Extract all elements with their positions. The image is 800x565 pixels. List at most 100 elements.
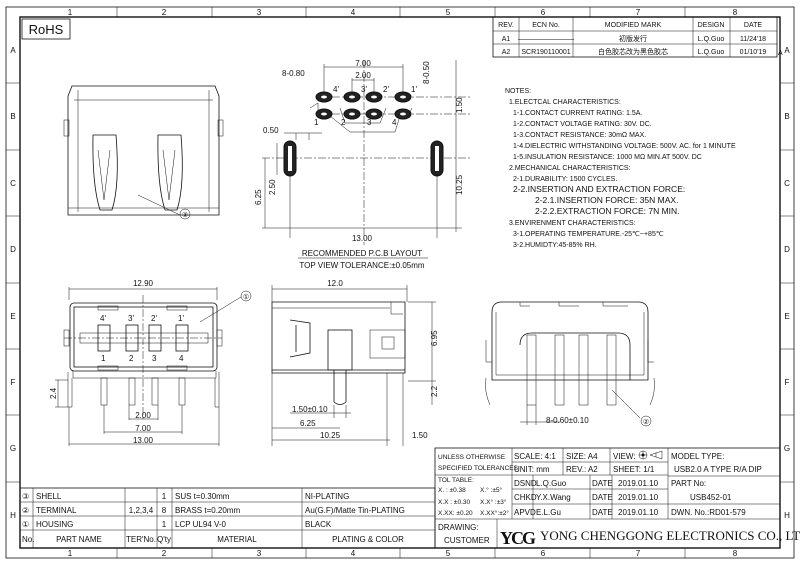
pin-label: 4 (392, 118, 397, 127)
unit: UNIT: mm (514, 465, 550, 474)
dim-label: 2.4 (49, 387, 58, 399)
model-label: MODEL TYPE: (671, 452, 724, 461)
dim-label: 8-0.50 (422, 61, 431, 84)
col-label: 2 (162, 8, 167, 17)
col-label: 6 (541, 549, 546, 558)
rohs-label: RoHS (29, 22, 64, 37)
note-line: 1-4.DIELECTRIC WITHSTANDING VOLTAGE: 500… (513, 143, 736, 150)
date-label: DATE (592, 493, 613, 502)
pcb-layout-title: RECOMMENDED P.C.B LAYOUT (302, 249, 422, 258)
part-material: BRASS t=0.20mm (175, 506, 240, 515)
rev-cell: L.Q.Guo (698, 49, 725, 56)
balloon-housing: ① (243, 293, 249, 301)
row-label: G (10, 444, 16, 453)
revision-table: REV. ECN No. MODIFIED MARK DESIGN DATE A… (492, 16, 783, 58)
signoff-name: L.Q.Guo (536, 479, 567, 488)
tol-item: X.° :±5° (480, 486, 503, 494)
rohs-box (21, 18, 71, 40)
col-label: 4 (351, 8, 356, 17)
rev-cell: 11/24'18 (740, 36, 766, 43)
col-label: 8 (733, 8, 738, 17)
note-line: 1-1.CONTACT CURRENT RATING: 1.5A. (513, 110, 642, 117)
balloon-terminal: ② (643, 418, 649, 426)
dim-label: 13.00 (352, 234, 373, 243)
tol-item: X. : ±0.38 (438, 487, 466, 494)
parts-header: MATERIAL (217, 535, 257, 544)
pin-label: 2 (341, 118, 346, 127)
pin-label: 1 (101, 354, 106, 363)
dim-label: 2.00 (355, 71, 371, 80)
part-plating: NI-PLATING (305, 492, 349, 501)
parts-table: ③ SHELL 1 SUS t=0.30mm NI-PLATING ② TERM… (19, 487, 436, 549)
part-name: HOUSING (36, 520, 73, 529)
model-type: USB2.0 A TYPE R/A DIP (674, 465, 762, 474)
col-label: 8 (733, 549, 738, 558)
part-no: ② (22, 506, 29, 515)
col-label: 3 (257, 549, 262, 558)
back-view: ② 8-0.60±0.10 (485, 301, 655, 427)
rev-cell: 白色胶芯改为黑色胶芯 (598, 47, 668, 56)
balloon-shell: ③ (182, 211, 188, 219)
column-labels-top: 1 2 3 4 5 6 7 8 (68, 8, 738, 17)
col-label: 5 (446, 549, 451, 558)
rev-header: ECN No. (532, 22, 560, 29)
rev-cell: 初版发行 (619, 34, 647, 43)
column-labels-bottom: 1 2 3 4 5 6 7 8 (68, 549, 738, 558)
row-label: C (10, 179, 16, 188)
pin-label: 3' (361, 85, 367, 94)
row-label: H (10, 511, 16, 520)
part-no-label: PART No: (671, 479, 706, 488)
pin-label: 1' (178, 314, 184, 323)
row-label: E (784, 312, 789, 321)
title-block: UNLESS OTHERWISE SPECIFIED TOLERANCES TO… (434, 447, 800, 549)
signoff-name: Y.X.Wang (536, 493, 571, 502)
dim-label: 6.25 (300, 419, 316, 428)
pin-label: 4' (100, 314, 106, 323)
row-label: B (784, 112, 789, 121)
rev-cell: 01/10'19 (740, 49, 767, 56)
row-label: E (10, 312, 15, 321)
parts-header: PART NAME (56, 535, 102, 544)
pin-label: 4 (179, 354, 184, 363)
pin-label: 1' (411, 85, 417, 94)
row-label: H (784, 511, 790, 520)
col-label: 2 (162, 549, 167, 558)
dim-label: 10.25 (455, 174, 464, 195)
col-label: 3 (257, 8, 262, 17)
outer-frame (5, 6, 795, 559)
drawing-number: DWN. No.:RD01-579 (671, 508, 746, 517)
signoff-role: CHKD (514, 493, 537, 502)
part-name: SHELL (36, 492, 62, 501)
part-ter: 1,2,3,4 (129, 506, 154, 515)
row-labels-left: A B C D E F G H (10, 46, 16, 520)
parts-header: Q'ty (157, 535, 171, 544)
note-line: 1-3.CONTACT RESISTANCE: 30mΩ MAX. (513, 132, 646, 139)
rev-cell: ———————— (518, 36, 574, 43)
dim-label: 1.50±0.10 (292, 405, 328, 414)
pin-label: 4' (333, 85, 339, 94)
row-label: A (10, 46, 16, 55)
row-label: C (784, 179, 790, 188)
note-line: 1.ELECTCAL CHARACTERISTICS: (509, 99, 621, 106)
frame-ticks (6, 7, 794, 558)
col-label: 1 (68, 549, 73, 558)
pin-label: 3' (128, 314, 134, 323)
signoff-date: 2019.01.10 (618, 493, 659, 502)
notes-title: NOTES: (505, 88, 531, 95)
dim-label: 10.25 (320, 431, 341, 440)
row-label: A (784, 46, 790, 55)
rev-cell: A1 (502, 36, 511, 43)
revision: REV.: A2 (566, 465, 598, 474)
col-label: 4 (351, 549, 356, 558)
part-no: ③ (22, 492, 29, 501)
rev-header: MODIFIED MARK (605, 22, 662, 29)
dim-label: 12.0 (327, 279, 343, 288)
date-label: DATE (592, 508, 613, 517)
date-label: DATE (592, 479, 613, 488)
parts-header: PLATING & COLOR (332, 535, 404, 544)
part-no-value: USB452-01 (690, 493, 732, 502)
note-line: 3-1.OPERATING TEMPERATURE.-25℃~+85℃ (513, 231, 664, 238)
company-logo: YCG (500, 528, 538, 548)
tol-item: X.XX°:±2° (480, 509, 509, 517)
